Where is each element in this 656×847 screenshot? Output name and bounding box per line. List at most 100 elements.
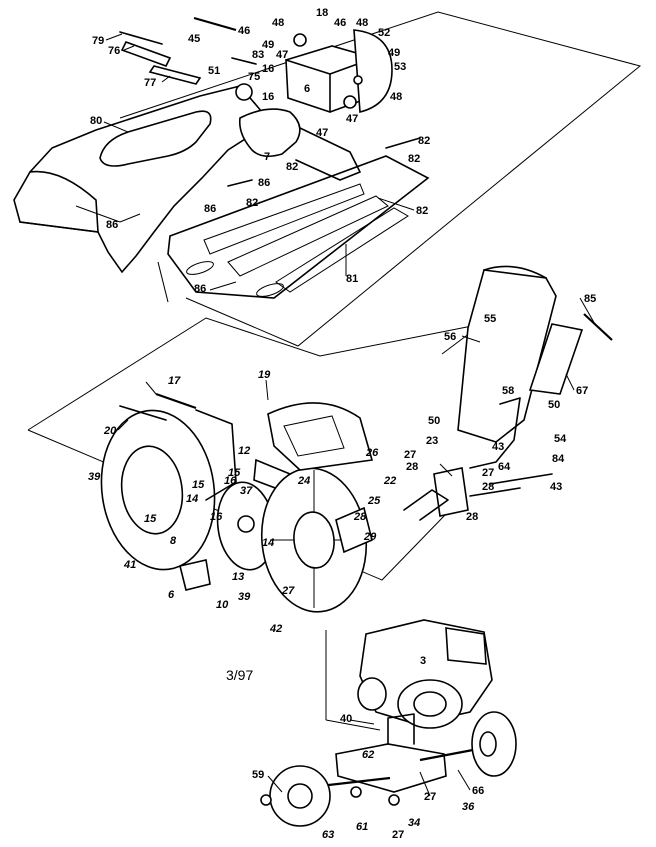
callout: 14 <box>186 493 198 505</box>
callout: 62 <box>362 749 374 761</box>
callout: 53 <box>394 61 406 73</box>
housing-plate-41 <box>100 409 216 571</box>
wheel-part-66 <box>471 711 517 777</box>
callout: 86 <box>106 219 118 231</box>
callout: 25 <box>367 495 381 507</box>
callout: 15 <box>228 467 241 479</box>
callout: 64 <box>498 461 511 473</box>
callout: 6 <box>304 83 310 95</box>
callout: 16 <box>210 511 223 523</box>
callout: 22 <box>383 475 396 487</box>
shield-part-67 <box>528 323 584 395</box>
callout: 28 <box>466 511 478 523</box>
callout: 43 <box>550 481 562 493</box>
callout: 49 <box>388 47 400 59</box>
wheel-part-63 <box>269 765 331 827</box>
callout: 83 <box>252 49 264 61</box>
callout: 28 <box>406 461 418 473</box>
callout: 14 <box>262 537 274 549</box>
callout: 45 <box>188 33 200 45</box>
callout: 15 <box>144 513 157 525</box>
callout: 27 <box>404 449 416 461</box>
callout: 8 <box>170 535 177 547</box>
callout: 81 <box>346 273 358 285</box>
callout: 42 <box>269 623 282 635</box>
callout: 51 <box>208 65 220 77</box>
callout: 27 <box>392 829 404 841</box>
callout: 55 <box>484 313 496 325</box>
callout: 36 <box>462 801 475 813</box>
callout: 19 <box>258 369 271 381</box>
callout: 47 <box>346 113 358 125</box>
callout: 16 <box>262 63 274 75</box>
callout: 43 <box>492 441 504 453</box>
callout: 47 <box>316 127 328 139</box>
callout: 66 <box>472 785 484 797</box>
callout: 37 <box>240 485 253 497</box>
callout: 29 <box>363 531 377 543</box>
callout: 48 <box>356 17 368 29</box>
callout: 39 <box>88 471 101 483</box>
callout: 3 <box>420 655 426 667</box>
callout-labels: 79 76 77 45 46 48 18 46 48 52 49 83 47 4… <box>88 7 596 841</box>
callout: 27 <box>281 585 295 597</box>
callout: 34 <box>408 817 420 829</box>
callout: 48 <box>272 17 284 29</box>
callout: 16 <box>262 91 274 103</box>
callout: 50 <box>428 415 440 427</box>
callout: 12 <box>238 445 250 457</box>
plate-part-81 <box>167 155 430 299</box>
callout: 54 <box>554 433 567 445</box>
callout: 27 <box>482 467 494 479</box>
callout: 52 <box>378 27 390 39</box>
callout: 86 <box>258 177 270 189</box>
callout: 59 <box>252 769 264 781</box>
callout: 82 <box>286 161 298 173</box>
callout: 28 <box>482 481 494 493</box>
callout: 50 <box>548 399 560 411</box>
callout: 49 <box>262 39 274 51</box>
callout: 48 <box>390 91 402 103</box>
callout: 86 <box>194 283 206 295</box>
callout: 61 <box>356 821 368 833</box>
callout: 58 <box>502 385 514 397</box>
callout: 84 <box>552 453 565 465</box>
lower-assembly <box>27 265 613 827</box>
callout: 47 <box>276 49 288 61</box>
hood-window <box>99 110 212 167</box>
callout: 86 <box>204 203 216 215</box>
guard-part-26 <box>267 402 374 471</box>
callout: 82 <box>408 153 420 165</box>
callout: 18 <box>316 7 328 19</box>
callout: 67 <box>576 385 588 397</box>
frame-part-62 <box>335 743 447 793</box>
callout: 77 <box>144 77 156 89</box>
callout: 13 <box>232 571 244 583</box>
callout: 46 <box>238 25 250 37</box>
chute-part-56 <box>457 269 557 443</box>
callout: 7 <box>264 151 270 163</box>
callout: 79 <box>92 35 104 47</box>
callout: 6 <box>168 589 175 601</box>
callout: 75 <box>248 71 260 83</box>
callout: 80 <box>90 115 102 127</box>
callout: 27 <box>424 791 436 803</box>
callout: 46 <box>334 17 346 29</box>
callout: 41 <box>123 559 136 571</box>
callout: 16 <box>224 475 237 487</box>
leader-lines <box>75 33 597 797</box>
callout: 24 <box>297 475 310 487</box>
callout: 82 <box>246 197 258 209</box>
drum-part-52 <box>353 29 393 114</box>
callout: 28 <box>353 511 367 523</box>
callout: 39 <box>238 591 251 603</box>
callout: 20 <box>103 425 117 437</box>
callout: 23 <box>426 435 438 447</box>
callout: 15 <box>192 479 205 491</box>
callout: 40 <box>340 713 352 725</box>
callout: 82 <box>416 205 428 217</box>
callout: 85 <box>584 293 596 305</box>
callout: 63 <box>322 829 334 841</box>
deflector-part-7 <box>238 108 301 158</box>
